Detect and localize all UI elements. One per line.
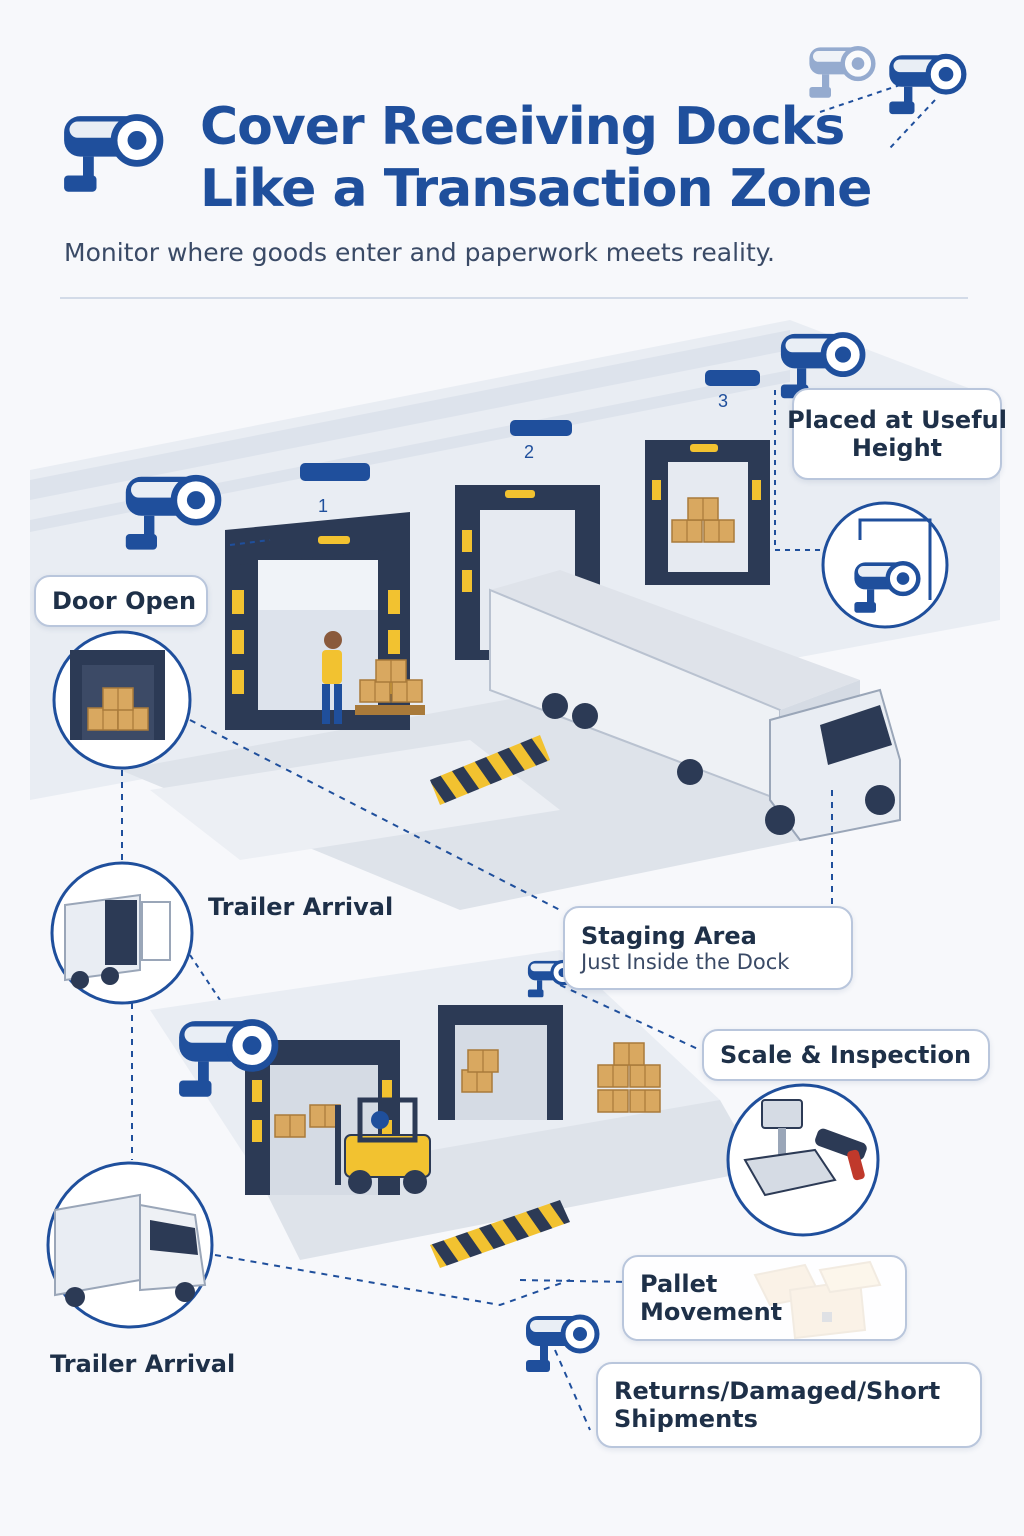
dock-door-3 xyxy=(645,440,770,585)
callout-placed-line2: Height xyxy=(851,434,943,462)
callout-door-open: Door Open xyxy=(34,575,208,627)
callout-pallet-line2: Movement xyxy=(640,1298,783,1326)
page-title: Cover Receiving Docks Like a Transaction… xyxy=(200,96,960,220)
page-subtitle: Monitor where goods enter and paperwork … xyxy=(64,238,775,267)
forklift-icon xyxy=(335,1097,431,1194)
title-line-2: Like a Transaction Zone xyxy=(200,159,872,219)
callout-scale-label: Scale & Inspection xyxy=(720,1041,972,1069)
callout-placed-at-useful-height: Placed at Useful Height xyxy=(787,388,1007,480)
header-divider xyxy=(60,297,968,299)
door-open-zoom-circle xyxy=(52,630,192,770)
scale-icon xyxy=(743,1099,837,1197)
dock-door-1 xyxy=(225,512,425,730)
door-number-1: 1 xyxy=(318,496,328,516)
callout-staging-area: Staging Area Just Inside the Dock xyxy=(563,906,853,990)
callout-door-open-label: Door Open xyxy=(52,587,197,615)
camera-height-zoom-circle xyxy=(821,501,949,629)
callout-staging-line1: Staging Area xyxy=(581,922,757,950)
trailer-arrival-zoom-circle-top xyxy=(50,861,194,1005)
callout-returns-line2: Shipments xyxy=(614,1405,758,1433)
callout-returns-line1: Returns/Damaged/Short xyxy=(614,1377,941,1405)
lower-dock-building xyxy=(150,950,760,1268)
callout-pallet-line1: Pallet xyxy=(640,1270,718,1298)
barcode-scanner-icon xyxy=(815,1128,867,1181)
title-line-1: Cover Receiving Docks xyxy=(200,97,845,157)
callout-scale-inspection: Scale & Inspection xyxy=(702,1029,990,1081)
worker-figure xyxy=(322,631,342,724)
semi-truck xyxy=(489,570,901,842)
callout-staging-line2: Just Inside the Dock xyxy=(581,950,790,974)
header-camera-icon xyxy=(809,47,873,97)
label-trailer-arrival-bottom: Trailer Arrival xyxy=(50,1350,236,1378)
trailer-arrival-zoom-circle-bottom xyxy=(46,1161,214,1329)
label-trailer-arrival-top: Trailer Arrival xyxy=(208,893,394,921)
callout-placed-line1: Placed at Useful xyxy=(787,406,1007,434)
door-number-2: 2 xyxy=(524,442,534,462)
door-number-3: 3 xyxy=(718,391,728,411)
scale-inspection-zoom-circle xyxy=(726,1083,880,1237)
callout-returns: Returns/Damaged/Short Shipments xyxy=(596,1362,982,1448)
header-camera-icon xyxy=(64,116,160,192)
callout-pallet-movement: Pallet Movement xyxy=(622,1255,907,1341)
